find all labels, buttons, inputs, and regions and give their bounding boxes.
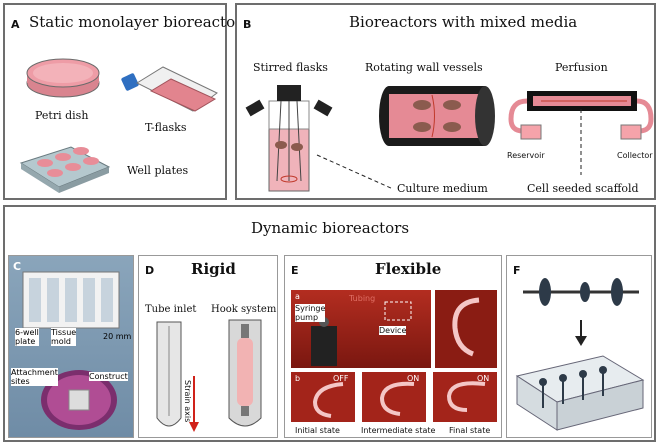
perfusion-label: Perfusion — [555, 61, 608, 74]
device-icon — [384, 301, 412, 321]
panel-a-letter: A — [11, 18, 20, 31]
hook-system-icon — [228, 319, 262, 427]
scaffold-connector — [580, 109, 582, 175]
well-plates-label: Well plates — [127, 164, 189, 177]
tube-final-icon — [446, 381, 486, 412]
panel-e: E Flexible a Syringe pump Tubing Device … — [284, 255, 502, 438]
panel-a-title: Static monolayer bioreactors — [29, 13, 250, 31]
strain-axis-label: Strain axis — [183, 380, 192, 423]
setup-a-label: a — [295, 292, 300, 301]
collector-label: Collector — [617, 151, 653, 160]
actuator-shaft-icon — [523, 278, 639, 306]
setup-photo — [291, 290, 431, 368]
panel-b-title: Bioreactors with mixed media — [349, 13, 578, 31]
culture-medium-label: Culture medium — [397, 182, 488, 195]
petri-dish-icon — [26, 58, 100, 98]
reservoir-label: Reservoir — [507, 151, 545, 160]
syringe-pump-icon — [311, 317, 337, 366]
intermediate-state-photo — [362, 372, 426, 422]
final-state-label: Final state — [449, 426, 491, 435]
tube-off-icon — [312, 382, 344, 418]
tubing-label: Tubing — [349, 294, 376, 303]
panel-f-letter: F — [513, 264, 521, 277]
dynamic-bioreactors-title: Dynamic bioreactors — [251, 219, 410, 237]
well-dish-icon — [41, 370, 117, 430]
tissue-mold-photo — [9, 256, 133, 437]
stirred-flask-icon — [245, 85, 333, 192]
panel-d-letter: D — [145, 264, 155, 277]
panel-e-title: Flexible — [375, 260, 442, 278]
final-state-photo — [433, 372, 497, 422]
device-closeup-photo — [435, 290, 497, 368]
hook-system-label: Hook system — [211, 304, 277, 315]
flexible-tube-icon — [452, 297, 480, 357]
strain-axis-arrow — [189, 376, 199, 432]
tissue-mold-label: Tissue mold — [51, 328, 77, 346]
culture-medium-connector — [316, 154, 394, 190]
off-label: OFF — [333, 374, 349, 383]
panel-b-letter: B — [243, 18, 252, 31]
construct-label: Construct — [89, 372, 128, 381]
panel-d-title: Rigid — [191, 260, 236, 278]
initial-state-label: Initial state — [295, 426, 340, 435]
device-label: Device — [379, 326, 407, 335]
panel-f: F — [506, 255, 652, 438]
t-flask-icon — [121, 66, 218, 112]
panel-c-letter: C — [13, 260, 22, 273]
tube-inlet-icon — [156, 321, 182, 427]
rotating-wall-label: Rotating wall vessels — [365, 61, 483, 74]
tube-inlet-label: Tube inlet — [145, 304, 197, 315]
panel-c: C 6-well plate Tissue mold 20 mm Attachm… — [8, 255, 134, 438]
intermediate-state-label: Intermediate state — [361, 426, 436, 435]
panel-e-letter: E — [291, 264, 299, 277]
setup-b-label: b — [295, 374, 301, 383]
bioreactor-chamber-icon — [515, 355, 645, 431]
well-plate-icon — [19, 146, 111, 193]
rotating-wall-vessel-icon — [379, 86, 495, 146]
stirred-flasks-label: Stirred flasks — [253, 61, 328, 74]
mold-chamber-icon — [22, 271, 120, 329]
on-label-1: ON — [407, 374, 420, 383]
perfusion-icon — [508, 91, 654, 140]
on-label-2: ON — [477, 374, 490, 383]
attachment-sites-label: Attachment sites — [11, 368, 58, 386]
six-well-plate-label: 6-well plate — [15, 328, 39, 346]
off-state-photo — [291, 372, 355, 422]
petri-dish-label: Petri dish — [35, 109, 89, 122]
panel-d: D Rigid Tube inlet Hook system Strain ax… — [138, 255, 278, 438]
panel-a: A Static monolayer bioreactors Petri dis… — [3, 3, 250, 200]
t-flasks-label: T-flasks — [145, 121, 187, 134]
panel-b: B Bioreactors with mixed media Stirred f… — [235, 3, 656, 200]
syringe-pump-label: Syringe pump — [295, 304, 326, 322]
tube-intermediate-icon — [379, 381, 415, 416]
scaffold-label: Cell seeded scaffold — [527, 182, 639, 195]
scale-bar-label: 20 mm — [103, 332, 132, 341]
down-arrow-icon — [575, 320, 587, 346]
